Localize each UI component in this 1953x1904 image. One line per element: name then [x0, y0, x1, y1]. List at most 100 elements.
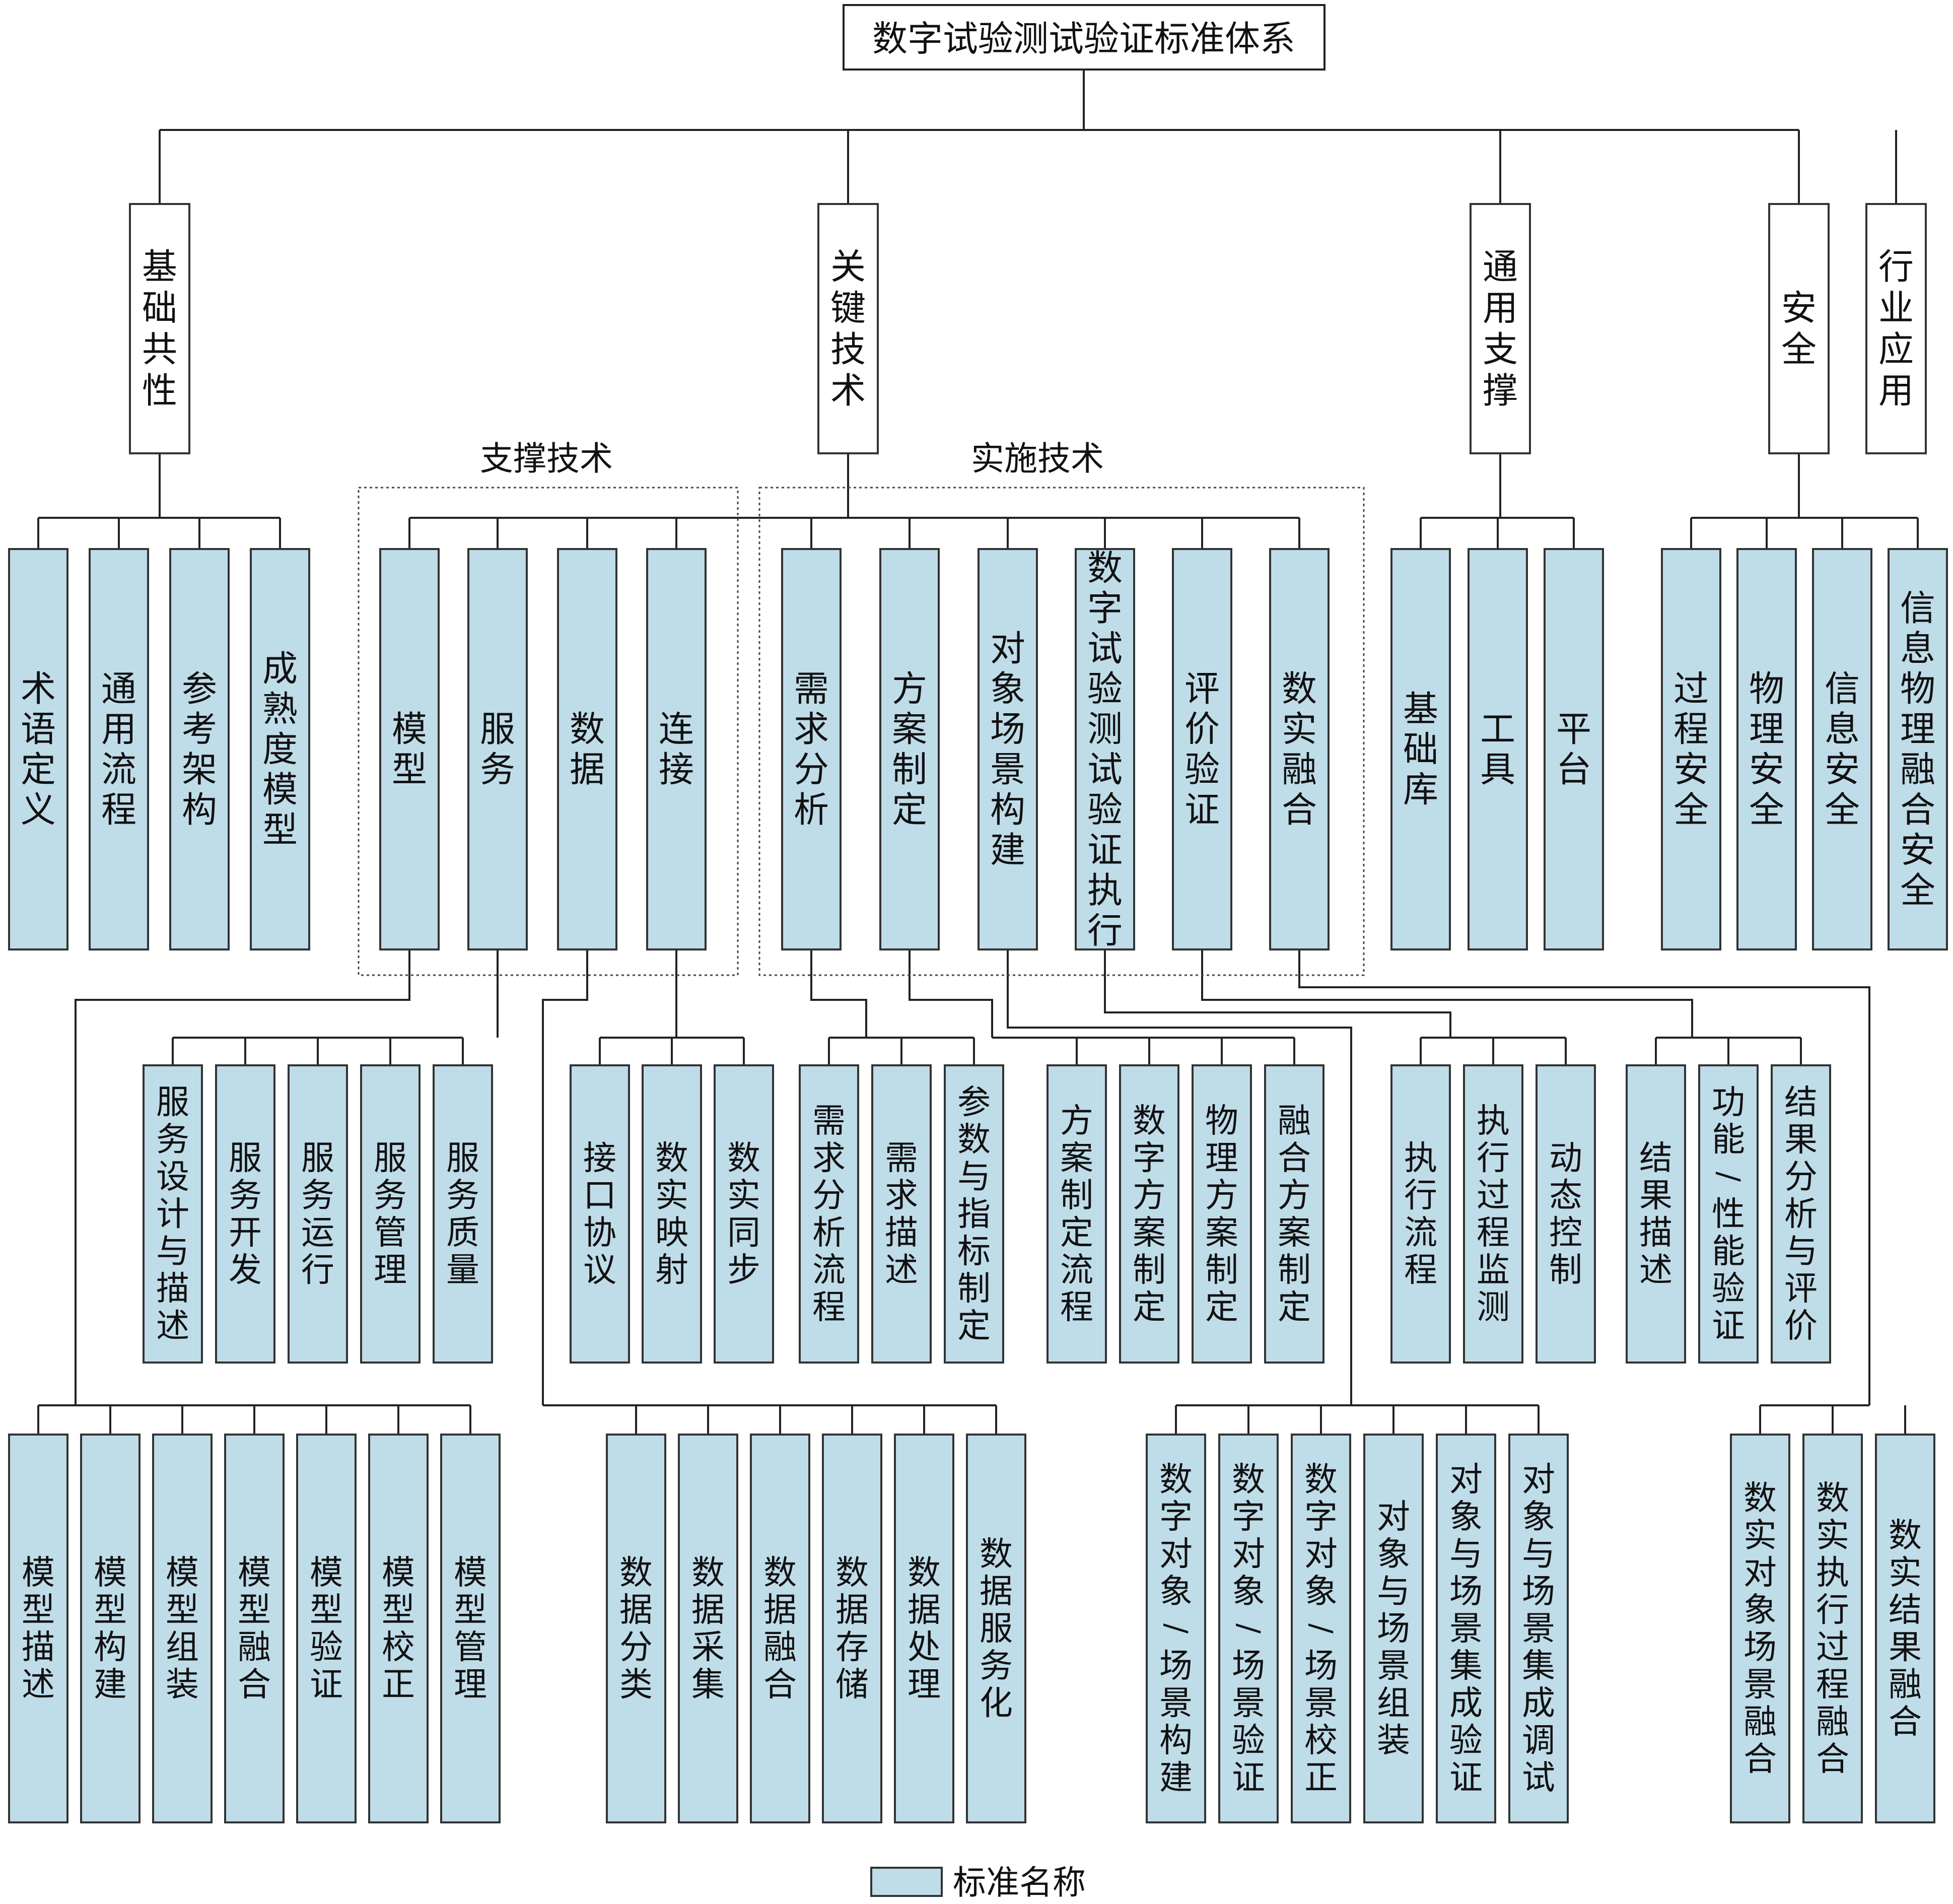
standard-评价验证-char: 证 [1184, 789, 1220, 831]
standard-执行过程监测-char: 执 [1477, 1102, 1510, 1140]
standard-模型验证-char: 型 [310, 1591, 343, 1629]
standard-信息安全-box [1812, 548, 1872, 950]
standard-基础库-char: 基 [1403, 689, 1438, 730]
standard-模型构建-char: 建 [94, 1665, 127, 1704]
standard-数字试验测试验证执行-char: 测 [1087, 709, 1123, 750]
standard-服务质量-char: 质 [446, 1213, 479, 1252]
standard-对象与场景集成验证-char: 与 [1449, 1535, 1483, 1574]
standard-信息物理融合安全-char: 融 [1900, 749, 1935, 790]
standard-结果描述-char: 描 [1639, 1213, 1672, 1252]
standard-基础库: 基础库 [1390, 548, 1451, 950]
standard-需求分析-char: 分 [794, 749, 829, 790]
standard-服务开发-char: 务 [229, 1176, 262, 1215]
standard-模型融合-char: 模 [238, 1553, 271, 1592]
standard-服务运行-char: 务 [301, 1176, 334, 1215]
category-key-box [817, 203, 879, 454]
standard-结果描述-box [1626, 1064, 1686, 1364]
standard-物理安全-char: 物 [1749, 668, 1784, 710]
standard-需求描述-char: 述 [885, 1251, 918, 1289]
standard-方案制定-char: 定 [892, 789, 927, 831]
standard-数据存储-box [822, 1434, 882, 1823]
standard-对象与场景集成调试-char: 景 [1522, 1609, 1555, 1648]
standard-模型描述-box [8, 1434, 68, 1823]
standard-服务运行-char: 行 [301, 1251, 334, 1289]
standard-模型校正-box [368, 1434, 429, 1823]
standard-数字对象-场景校正-char: 景 [1304, 1684, 1338, 1723]
standard-参数与指标制定-box [944, 1064, 1004, 1364]
standard-融合方案制定-char: 案 [1278, 1213, 1311, 1252]
group-label-impl-tech: 实施技术 [971, 439, 1104, 478]
category-support-box [1470, 203, 1531, 454]
standard-服务运行-char: 运 [301, 1213, 334, 1252]
standard-数字对象-场景构建-char: 对 [1159, 1535, 1193, 1574]
standard-方案制定流程-char: 定 [1060, 1213, 1093, 1252]
standard-数实融合-char: 实 [1282, 709, 1317, 750]
standard-数实映射-box [642, 1064, 702, 1364]
standard-数据分类-char: 分 [619, 1628, 653, 1667]
standard-功能-性能验证-char: 验 [1712, 1269, 1745, 1308]
category-industry-char: 用 [1878, 370, 1914, 412]
standard-数字方案制定-char: 定 [1133, 1288, 1166, 1327]
standard-服务设计与描述-char: 计 [156, 1195, 189, 1234]
standard-方案制定-char: 制 [892, 749, 927, 790]
standard-功能-性能验证-char: / [1711, 1172, 1746, 1182]
standard-结果分析与评价-box [1771, 1064, 1831, 1364]
standard-物理方案制定-char: 定 [1205, 1288, 1238, 1327]
standard-对象与场景组装-char: 对 [1377, 1498, 1410, 1536]
standard-模型校正-char: 型 [382, 1591, 415, 1629]
support-tech-frame [358, 487, 739, 976]
data-route [542, 949, 588, 1405]
standard-结果描述-char: 述 [1639, 1251, 1672, 1289]
standard-数实融合-box [1269, 548, 1330, 950]
standard-接口协议-char: 口 [583, 1176, 616, 1215]
standard-数字对象-场景校正-char: 场 [1304, 1647, 1338, 1685]
standard-服务管理-char: 管 [374, 1213, 407, 1252]
standard-结果描述-char: 结 [1639, 1139, 1672, 1178]
standard-对象与场景集成验证-char: 景 [1449, 1609, 1483, 1648]
standard-数字试验测试验证执行-char: 执 [1087, 870, 1123, 911]
standard-数实对象场景融合-char: 数 [1743, 1479, 1777, 1518]
standard-数据服务化-box [966, 1434, 1026, 1823]
category-basic-char: 基 [142, 246, 177, 288]
category-basic-char: 共 [142, 329, 177, 370]
category-industry-char: 应 [1878, 329, 1914, 370]
standard-数实映射-char: 映 [655, 1213, 688, 1252]
standard-模型构建-box [80, 1434, 141, 1823]
standard-结果描述-char: 果 [1639, 1176, 1672, 1215]
standard-模型验证-box [296, 1434, 357, 1823]
standard-模型组装-char: 型 [166, 1591, 199, 1629]
standard-模型融合-char: 融 [238, 1628, 271, 1667]
standard-过程安全-char: 安 [1673, 749, 1709, 790]
standard-功能-性能验证-char: 证 [1712, 1307, 1745, 1345]
standard-对象与场景组装-char: 场 [1377, 1609, 1410, 1648]
standard-数字方案制定-char: 数 [1133, 1102, 1166, 1140]
standard-数字对象-场景验证-char: 证 [1232, 1758, 1265, 1797]
legend-label: 标准名称 [953, 1863, 1086, 1902]
standard-数字试验测试验证执行-char: 验 [1087, 789, 1123, 831]
standard-数实执行过程融合-char: 程 [1816, 1665, 1849, 1704]
standard-对象场景构建-char: 建 [990, 830, 1025, 871]
standard-数字对象-场景验证-char: 对 [1232, 1535, 1265, 1574]
standard-数实同步-char: 步 [727, 1251, 760, 1289]
standard-功能-性能验证-char: 性 [1712, 1195, 1745, 1234]
standard-动态控制-box [1536, 1064, 1596, 1364]
standard-信息物理融合安全-char: 信 [1900, 588, 1935, 629]
standard-物理安全-box [1736, 548, 1797, 950]
standard-参考架构-box [169, 548, 230, 950]
standard-方案制定-box [879, 548, 940, 950]
standard-对象与场景集成调试-char: 调 [1522, 1721, 1555, 1760]
standard-执行过程监测-char: 过 [1477, 1176, 1510, 1215]
